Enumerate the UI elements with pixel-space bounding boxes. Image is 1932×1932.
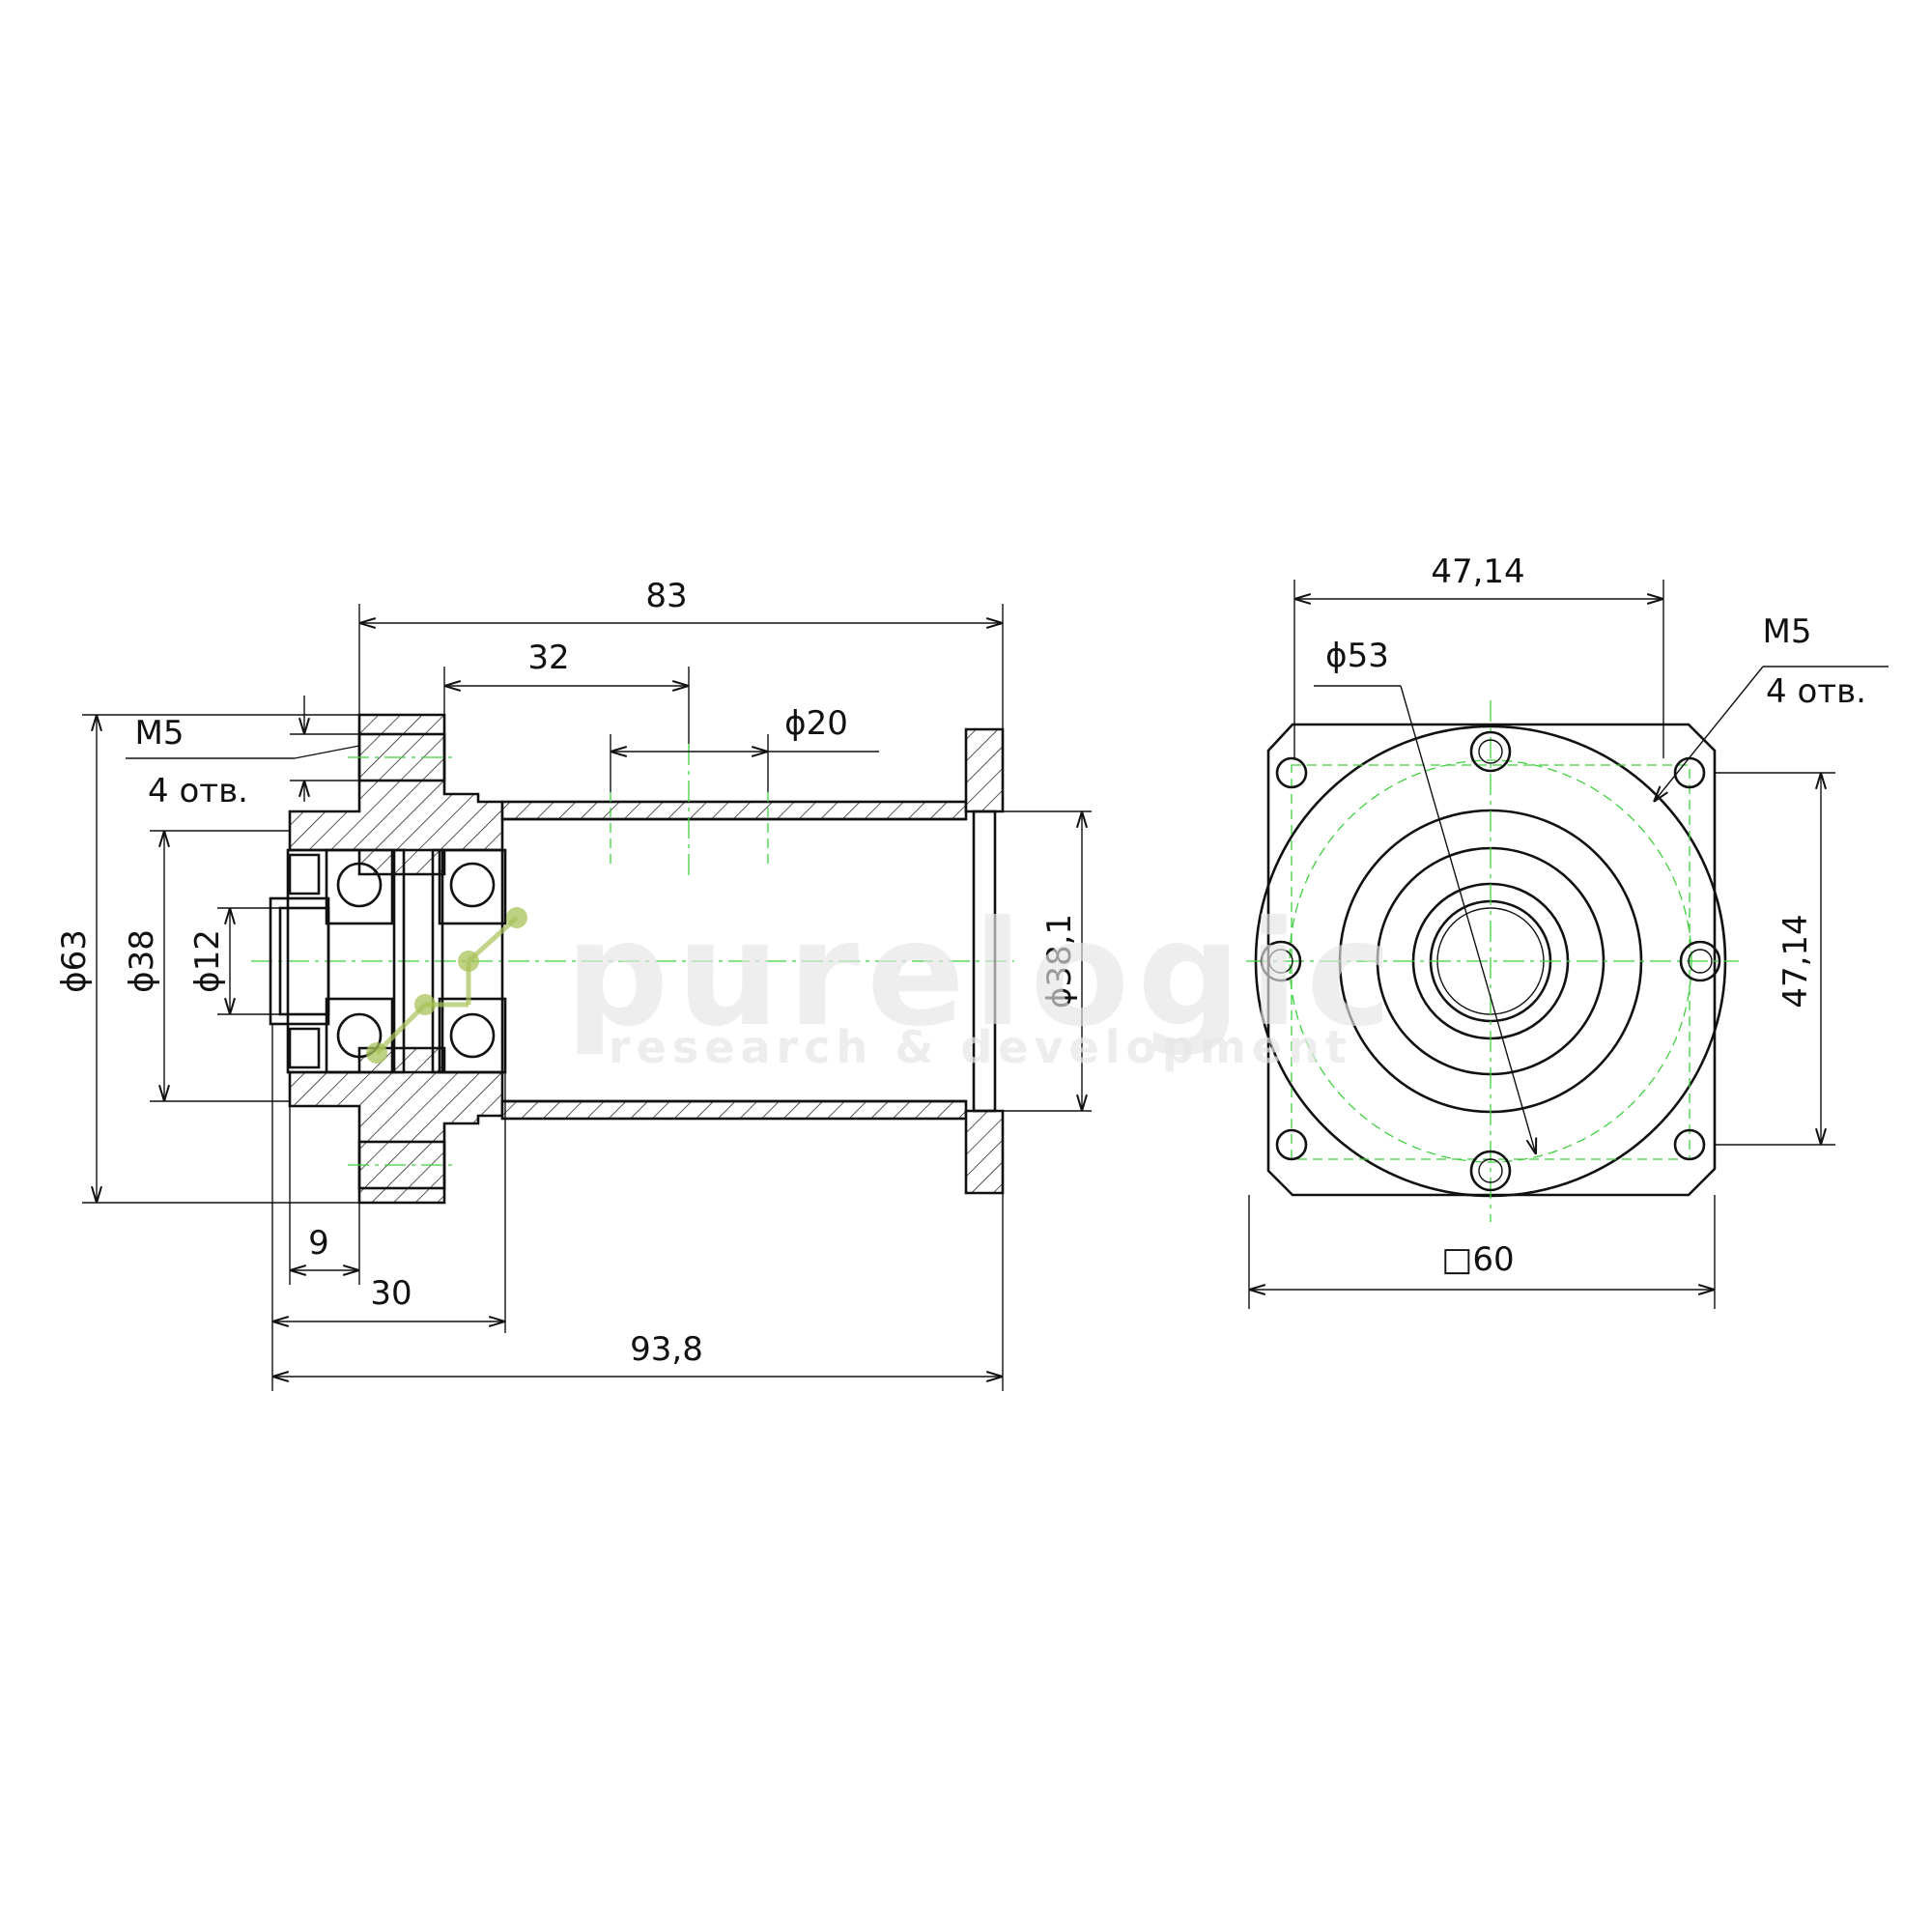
- dim-d38: ϕ38: [123, 929, 161, 993]
- dim-47-14-right: 47,14: [1776, 914, 1815, 1008]
- pitch-holes: [1260, 730, 1721, 1192]
- side-view: 83 32 ϕ20 M5 4 отв. ϕ63 ϕ38: [55, 577, 1092, 1391]
- watermark-tagline: research & development: [609, 1021, 1352, 1073]
- dim-d63: ϕ63: [55, 929, 94, 993]
- watermark-brand: purelogic: [565, 891, 1400, 1059]
- dim-d53: ϕ53: [1325, 637, 1389, 675]
- dim-d20: ϕ20: [784, 704, 848, 743]
- square-flange: [1266, 723, 1717, 1197]
- dim-32: 32: [527, 639, 569, 677]
- dim-square-60: □60: [1441, 1240, 1514, 1279]
- front-view: 47,14 ϕ53 M5 4 отв. 47,14 □60: [1246, 553, 1889, 1309]
- housing-wall-top: [500, 800, 968, 821]
- dim-4holes-side: 4 отв.: [148, 772, 248, 810]
- dim-m5-side: M5: [135, 714, 185, 753]
- watermark: purelogic research & development: [366, 891, 1400, 1073]
- dim-93-8: 93,8: [630, 1330, 703, 1369]
- housing-wall-bottom: [500, 1099, 968, 1121]
- motor-flange-top: [964, 727, 1005, 813]
- dim-83: 83: [645, 577, 687, 615]
- dim-30: 30: [370, 1274, 412, 1313]
- dim-4holes-front: 4 отв.: [1766, 672, 1866, 711]
- dim-m5-front: M5: [1763, 612, 1812, 651]
- dim-d38-1: ϕ38,1: [1040, 914, 1079, 1009]
- motor-flange-bottom: [964, 1109, 1005, 1195]
- logo-mark: [366, 907, 527, 1064]
- dim-47-14-top: 47,14: [1431, 553, 1524, 591]
- dim-9: 9: [308, 1224, 329, 1263]
- dim-d12: ϕ12: [188, 929, 227, 993]
